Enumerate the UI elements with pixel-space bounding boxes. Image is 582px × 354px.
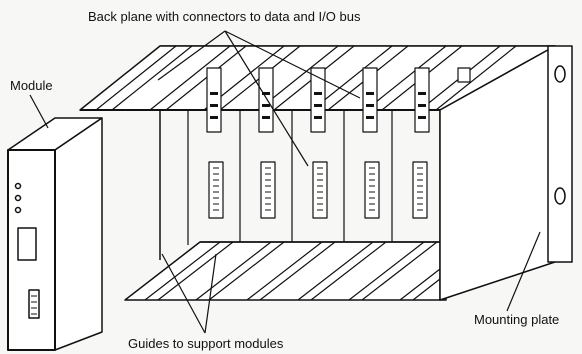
slot-dividers: [187, 110, 393, 245]
module-label: Module: [10, 78, 53, 93]
upper-connector-pins: [210, 92, 426, 119]
upper-connectors: [206, 67, 471, 133]
mounting-plate-label: Mounting plate: [474, 312, 560, 327]
leader-lines: [29, 30, 541, 334]
guides-label: Guides to support modules: [128, 336, 284, 351]
lower-connectors: [208, 161, 428, 219]
mounting-plate: [439, 45, 573, 301]
module-unit: [7, 117, 103, 351]
bottom-guides: [124, 241, 441, 301]
lower-connector-pins: [213, 167, 423, 211]
backplane-label: Back plane with connectors to data and I…: [88, 9, 361, 24]
